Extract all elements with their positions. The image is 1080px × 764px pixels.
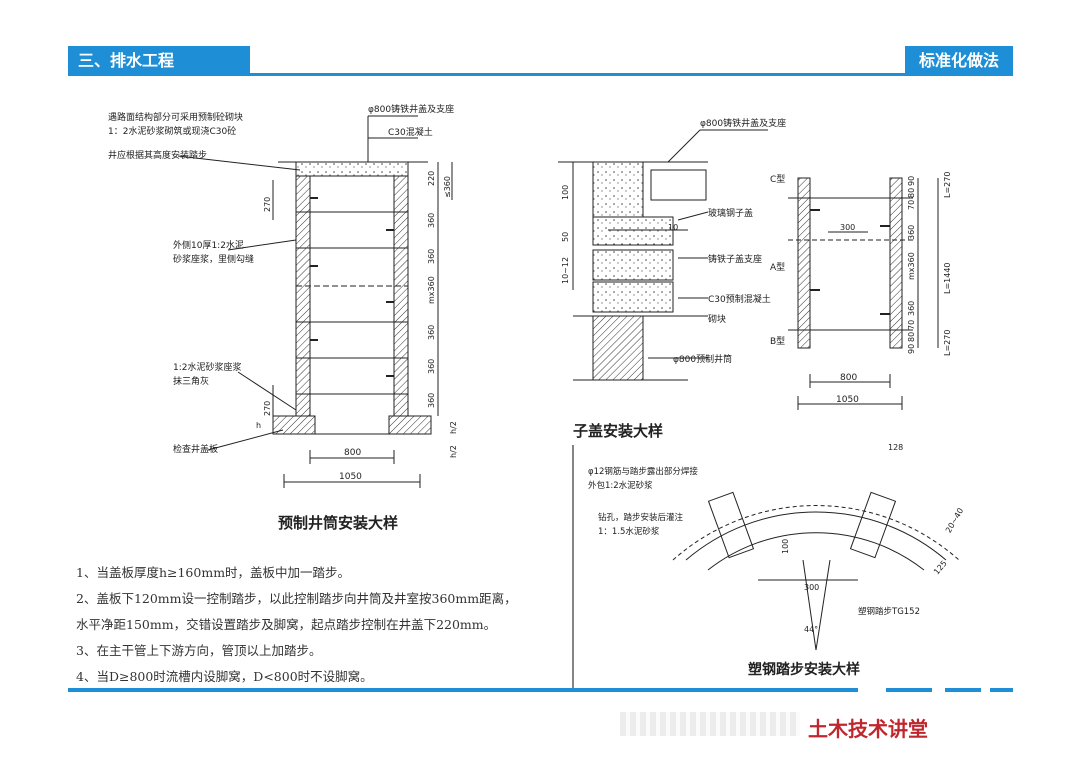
step-install-diagram — [672, 491, 960, 651]
right-dim-90b: 90 — [907, 344, 916, 354]
note-item: 1、当盖板厚度h≥160mm时，盖板中加一踏步。 — [76, 565, 351, 580]
ann-mortar2a: 1:2水泥砂浆座浆 — [173, 361, 242, 373]
footer-dash — [886, 688, 932, 692]
elevation-diagram — [788, 177, 939, 410]
mid-dim-10: 10 — [668, 223, 678, 232]
note-item: 2、盖板下120mm设一控制踏步，以此控制踏步向井筒及井室按360mm距离， — [76, 591, 517, 606]
mid-ann-cover: φ800铸铁井盖及支座 — [700, 117, 786, 129]
ann-tg: 塑钢踏步TG152 — [858, 606, 920, 617]
step-dim-100: 100 — [781, 539, 790, 554]
right-dim-mx360: mx360 — [907, 252, 916, 280]
category-label: 标准化做法 — [905, 46, 1013, 76]
mid-dim-100: 100 — [561, 185, 570, 200]
dim-h2b: h/2 — [449, 445, 458, 458]
dim-360e: 360 — [427, 393, 436, 408]
ann-cover: φ800铸铁井盖及支座 — [368, 103, 454, 115]
dim-220: 220 — [427, 171, 436, 186]
right-dim-90a: 90 — [907, 176, 916, 186]
right-dim-l270a: L=270 — [943, 172, 952, 198]
ann-shaft: φ800预制井筒 — [673, 353, 732, 365]
dim-1050: 1050 — [339, 472, 362, 482]
ann-plate: 检查井盖板 — [173, 443, 218, 455]
precast-shaft-diagram — [177, 115, 453, 488]
step-dim-300: 300 — [804, 583, 819, 592]
ann-rebar1: φ12钢筋与踏步露出部分焊接 — [588, 466, 698, 477]
ann-road: 遇路面结构部分可采用预制砼砌块 — [108, 111, 243, 123]
dim-360c: 360 — [427, 325, 436, 340]
step-ann-mortar: 1：1.5水泥砂浆 — [598, 526, 660, 537]
label-b: B型 — [770, 336, 785, 347]
ann-block: 砌块 — [708, 313, 726, 325]
label-c: C型 — [770, 174, 785, 185]
ann-support: 铸铁子盖支座 — [708, 253, 762, 265]
step-dim-125: 125 — [932, 559, 949, 576]
blurred-watermark — [620, 712, 800, 736]
ann-mortar: 1：2水泥砂浆砌筑或现浇C30砼 — [108, 125, 236, 137]
label-a: A型 — [770, 262, 785, 273]
dim-800: 800 — [344, 448, 361, 458]
ann-mortar2b: 抹三角灰 — [173, 375, 209, 387]
ann-outer1: 外侧10厚1:2水泥 — [173, 239, 244, 251]
note-item: 4、当D≥800时流槽内设脚窝，D<800时不设脚窝。 — [76, 669, 373, 684]
right-dim-80a: 80 — [907, 188, 916, 198]
mid-dim-10-12: 10~12 — [561, 257, 570, 284]
step-dim-angle: 44° — [804, 625, 818, 634]
precast-shaft-labels: 遇路面结构部分可采用预制砼砌块 1：2水泥砂浆砌筑或现浇C30砼 井应根据其高度… — [108, 103, 458, 532]
dim-270-bot: 270 — [263, 401, 272, 416]
footer-dash — [990, 688, 1013, 692]
sub-cover-labels: φ800铸铁井盖及支座 玻璃钢子盖 铸铁子盖支座 C30预制混凝土 砌块 φ80… — [561, 117, 786, 440]
header-bar: 三、排水工程 标准化做法 — [68, 46, 1013, 76]
right-dim-80b: 80 — [907, 332, 916, 342]
right-dim-800: 800 — [840, 373, 857, 383]
dim-360a: 360 — [427, 213, 436, 228]
step-install-labels: φ12钢筋与踏步露出部分焊接 外包1:2水泥砂浆 钻孔，踏步安装后灌注 1：1.… — [588, 443, 965, 678]
right-dim-l270b: L=270 — [943, 330, 952, 356]
ann-outer2: 砂浆座浆，里侧勾缝 — [173, 253, 254, 265]
right-dim-70a: 70 — [907, 200, 916, 210]
brand-text: 土木技术讲堂 — [808, 717, 928, 741]
right-dim-1050: 1050 — [836, 395, 859, 405]
right-dim-70b: 70 — [907, 320, 916, 330]
mid-ann-c30: C30预制混凝土 — [708, 293, 771, 305]
dim-360d: 360 — [427, 359, 436, 374]
title-sub-cover: 子盖安装大样 — [573, 422, 663, 440]
right-dim-360a: 360 — [907, 225, 916, 240]
right-dim-360b: 360 — [907, 301, 916, 316]
step-dim-20-40: 20~40 — [944, 507, 965, 535]
sub-cover-diagram — [558, 129, 768, 381]
note-item: 3、在主干管上下游方向，管顶以上加踏步。 — [76, 643, 322, 658]
ann-rebar2: 外包1:2水泥砂浆 — [588, 480, 653, 491]
drawing-sheet: 遇路面结构部分可采用预制砼砌块 1：2水泥砂浆砌筑或现浇C30砼 井应根据其高度… — [108, 103, 965, 690]
right-dim-300: 300 — [840, 223, 855, 232]
note-item: 水平净距150mm，交错设置踏步及脚窝，起点踏步控制在井盖下220mm。 — [76, 617, 497, 632]
ann-drill: 钻孔，踏步安装后灌注 — [598, 512, 684, 523]
notes-list: 1、当盖板厚度h≥160mm时，盖板中加一踏步。 2、盖板下120mm设一控制踏… — [76, 560, 566, 690]
footer-dash — [945, 688, 981, 692]
elevation-labels: C型 A型 B型 300 800 1050 90 80 70 360 mx360… — [770, 172, 952, 405]
header-rule — [250, 73, 975, 76]
ann-glass: 玻璃钢子盖 — [708, 207, 753, 219]
dim-mx360: mx360 — [427, 276, 436, 304]
dim-le360: ≤360 — [443, 176, 452, 198]
step-dim-128: 128 — [888, 443, 903, 452]
dim-270-top: 270 — [263, 197, 272, 212]
section-title: 三、排水工程 — [68, 46, 250, 76]
ann-c30: C30混凝土 — [388, 126, 433, 138]
title-precast-shaft: 预制井筒安装大样 — [278, 514, 398, 532]
mid-dim-50: 50 — [561, 232, 570, 242]
footer-rule — [68, 688, 858, 692]
title-step-install: 塑钢踏步安装大样 — [748, 661, 860, 678]
dim-h2a: h/2 — [449, 421, 458, 434]
dim-h: h — [256, 421, 261, 430]
dim-360b: 360 — [427, 249, 436, 264]
right-dim-l1440: L=1440 — [943, 262, 952, 294]
ann-steps: 井应根据其高度安装踏步 — [108, 149, 207, 161]
